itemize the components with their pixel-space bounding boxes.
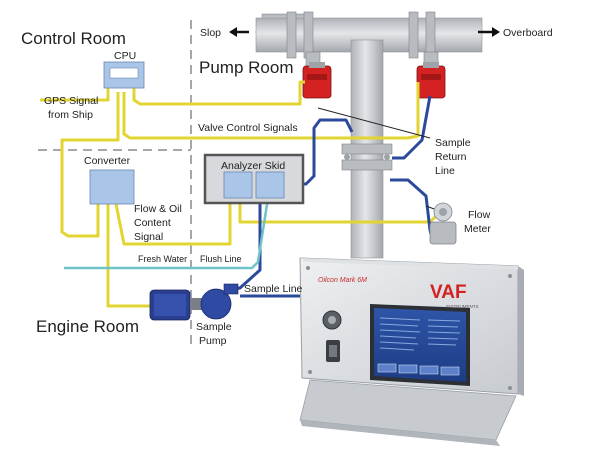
analyzer-skid-label: Analyzer Skid xyxy=(221,160,285,172)
sample-pump-label-2: Pump xyxy=(199,335,227,347)
converter-unit xyxy=(89,169,135,205)
analyzer-skid xyxy=(203,153,305,205)
flow-oil-signal-label-1: Flow & Oil xyxy=(134,203,182,215)
overboard-label: Overboard xyxy=(503,27,553,39)
sample-line-label: Sample Line xyxy=(244,283,303,295)
flow-meter-label-1: Flow xyxy=(468,209,491,221)
signal-lines xyxy=(40,72,440,308)
gps-from-ship-label: from Ship xyxy=(48,109,93,121)
slop-label: Slop xyxy=(200,27,221,39)
converter-label: Converter xyxy=(84,155,131,167)
valve-actuator-icon-left xyxy=(302,51,332,99)
flush-line-label: Flush Line xyxy=(200,254,242,264)
flow-oil-signal-label-2: Content xyxy=(134,217,171,229)
sample-pump-label-1: Sample xyxy=(196,321,232,333)
pump-room-label: Pump Room xyxy=(199,58,293,77)
main-pipe xyxy=(255,11,483,259)
gps-signal-label: GPS Signal xyxy=(44,95,98,107)
sample-return-label-2: Return xyxy=(435,151,467,163)
control-room-label: Control Room xyxy=(21,29,126,48)
valve-control-signals-label: Valve Control Signals xyxy=(198,122,298,134)
vaf-logo-text: VAF xyxy=(430,282,467,303)
cpu-unit xyxy=(103,61,145,89)
oilcon-monitor-device xyxy=(299,257,524,446)
flow-meter-icon xyxy=(429,202,457,245)
valve-actuator-icon-right xyxy=(416,51,446,99)
cpu-label: CPU xyxy=(114,50,136,62)
engine-room-label: Engine Room xyxy=(36,317,139,336)
fresh-water-label: Fresh Water xyxy=(138,254,187,264)
slop-arrow-icon xyxy=(229,27,249,37)
overboard-arrow-icon xyxy=(478,27,500,37)
sample-return-label-3: Line xyxy=(435,165,455,177)
flow-meter-label-2: Meter xyxy=(464,223,491,235)
device-model-label: Oilcon Mark 6M xyxy=(318,277,367,284)
sample-pump-icon xyxy=(149,283,239,321)
vaf-instruments-text: INSTRUMENTS xyxy=(446,304,479,309)
flush-line xyxy=(64,197,270,270)
sample-return-label-1: Sample xyxy=(435,137,471,149)
flow-oil-signal-label-3: Signal xyxy=(134,231,163,243)
